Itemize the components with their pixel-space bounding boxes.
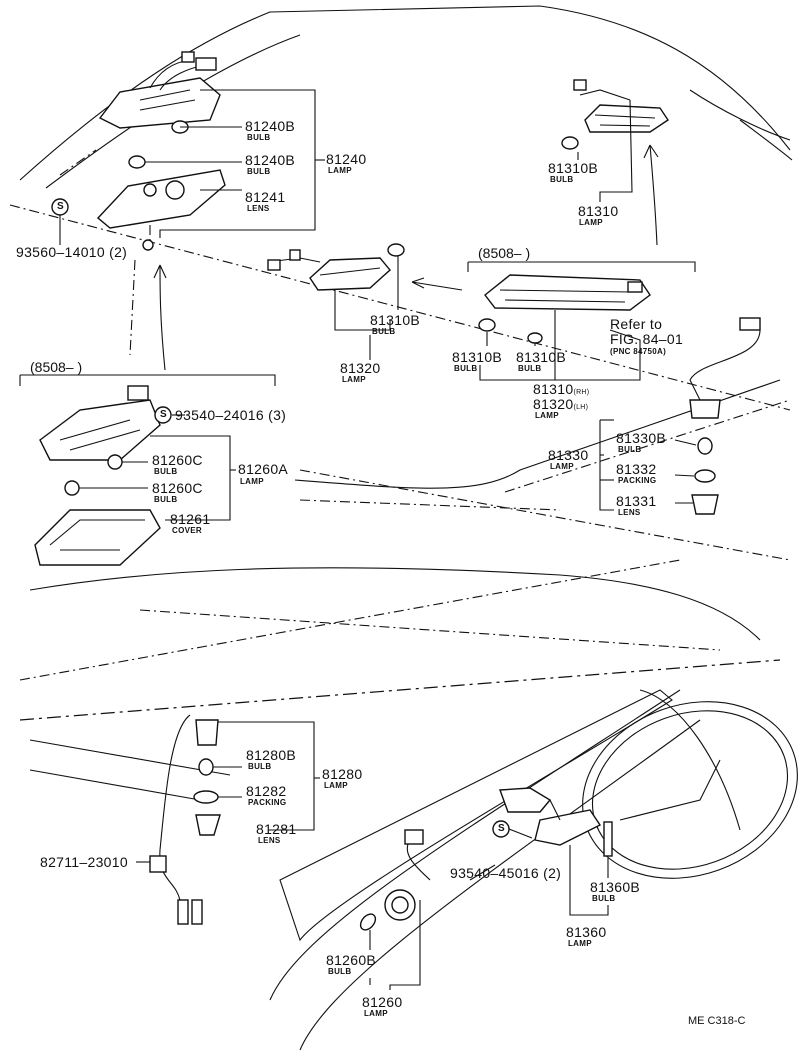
part-number-81330: 81330 xyxy=(548,447,589,463)
part-desc-lamp: LAMP xyxy=(550,462,574,471)
part-number-81280: 81280 xyxy=(322,766,363,782)
leader-lines xyxy=(19,89,697,990)
part-number-81310-top: 81310 xyxy=(578,203,619,219)
part-desc-lamp: LAMP xyxy=(579,218,603,227)
part-number-81260b: 81260B xyxy=(326,952,377,968)
part-number-81260: 81260 xyxy=(362,994,403,1010)
s-mark: S xyxy=(160,409,167,420)
part-desc-bulb: BULB xyxy=(247,133,271,142)
part-number-93540-24016: 93540–24016 (3) xyxy=(175,407,287,423)
model-range-8508-right: (8508– ) xyxy=(478,245,531,261)
part-number-81320-lh: 81320(LH) xyxy=(533,397,588,415)
part-number-81260c-2: 81260C xyxy=(152,480,203,496)
part-number-81240b-2: 81240B xyxy=(245,152,296,168)
cargo-lamp-81310-top xyxy=(561,79,669,246)
part-desc-bulb: BULB xyxy=(618,445,642,454)
part-number-81310b-left: 81310B xyxy=(452,349,503,365)
part-desc-lamp: LAMP xyxy=(535,411,559,420)
part-desc-packing: PACKING xyxy=(618,476,657,485)
pnc-reference: (PNC 84750A) xyxy=(610,347,667,356)
part-number-81260a: 81260A xyxy=(238,461,289,477)
part-number-93540-45016: 93540–45016 (2) xyxy=(450,865,562,881)
part-desc-bulb: BULB xyxy=(518,364,542,373)
side-rh: (RH) xyxy=(573,389,590,396)
part-number-81240b-1: 81240B xyxy=(245,118,296,134)
part-desc-cover: COVER xyxy=(172,526,202,535)
part-number-81260c-1: 81260C xyxy=(152,452,203,468)
part-desc-bulb: BULB xyxy=(247,167,271,176)
part-number-81310b-mid: 81310B xyxy=(370,312,421,328)
part-desc-bulb: BULB xyxy=(154,467,178,476)
s-mark: S xyxy=(57,201,64,212)
part-desc-lamp: LAMP xyxy=(364,1009,388,1018)
part-desc-lens: LENS xyxy=(258,836,281,845)
part-number-81282: 81282 xyxy=(246,783,287,799)
part-number-81280b: 81280B xyxy=(246,747,297,763)
part-number-81281: 81281 xyxy=(256,821,297,837)
glove-box-lamp-81360 xyxy=(499,787,613,857)
figure-reference: FIG. 84–01 xyxy=(610,331,684,347)
part-number-81310b-top: 81310B xyxy=(548,160,599,176)
part-desc-lamp: LAMP xyxy=(342,375,366,384)
vanity-lamp-rh-lh xyxy=(478,274,651,344)
part-desc-lamp: LAMP xyxy=(328,166,352,175)
trunk-lamp-81280 xyxy=(149,714,221,925)
diagram-reference-code: ME C318-C xyxy=(688,1015,746,1027)
vanity-lamp-81320 xyxy=(267,243,463,291)
part-number-82711-23010: 82711–23010 xyxy=(40,854,128,870)
part-number-81310b-right: 81310B xyxy=(516,349,567,365)
part-desc-bulb: BULB xyxy=(592,894,616,903)
map-lamp-81260a xyxy=(34,385,161,566)
part-desc-bulb: BULB xyxy=(328,967,352,976)
part-number-81332: 81332 xyxy=(616,461,657,477)
part-number-81241: 81241 xyxy=(245,189,286,205)
part-desc-lamp: LAMP xyxy=(568,939,592,948)
vehicle-body-outline xyxy=(9,5,798,1051)
part-number-81331: 81331 xyxy=(616,493,657,509)
part-number: 81310 xyxy=(533,381,574,397)
part-number: 81320 xyxy=(533,396,574,412)
part-desc-lens: LENS xyxy=(618,508,641,517)
reference-text: Refer to xyxy=(610,316,663,332)
part-number-81360b: 81360B xyxy=(590,879,641,895)
part-number-81360: 81360 xyxy=(566,924,607,940)
part-number-81330b: 81330B xyxy=(616,430,667,446)
side-lh: (LH) xyxy=(573,404,589,411)
part-desc-lamp: LAMP xyxy=(240,477,264,486)
s-mark: S xyxy=(498,823,505,834)
dome-lamp-81240 xyxy=(59,51,226,371)
part-desc-bulb: BULB xyxy=(454,364,478,373)
part-number-81261: 81261 xyxy=(170,511,211,527)
part-number-81310-rh: 81310(RH) xyxy=(533,382,589,400)
model-range-8508-left: (8508– ) xyxy=(30,359,83,375)
part-desc-packing: PACKING xyxy=(248,798,287,807)
part-desc-lamp: LAMP xyxy=(324,781,348,790)
part-desc-lens: LENS xyxy=(247,204,270,213)
part-number-81320: 81320 xyxy=(340,360,381,376)
part-desc-bulb: BULB xyxy=(154,495,178,504)
part-desc-bulb: BULB xyxy=(550,175,574,184)
part-number-81240: 81240 xyxy=(326,151,367,167)
part-desc-bulb: BULB xyxy=(248,762,272,771)
courtesy-lamp-81330 xyxy=(689,317,761,515)
part-number-93560-14010: 93560–14010 (2) xyxy=(16,244,128,260)
part-desc-bulb: BULB xyxy=(372,327,396,336)
license-lamp-81260 xyxy=(359,829,431,931)
